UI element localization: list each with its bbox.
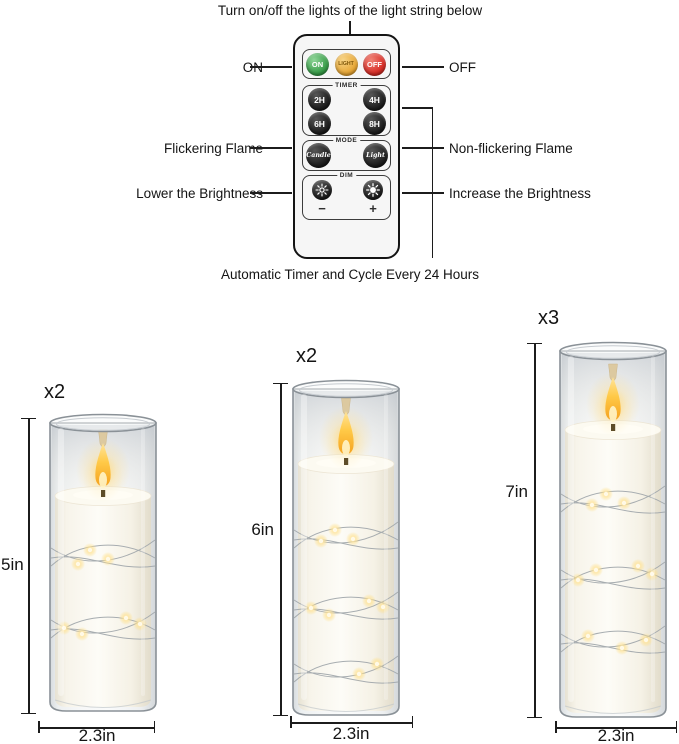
callout-off: OFF: [449, 60, 476, 75]
mode-group: MODE Candle Light: [302, 136, 391, 171]
callout-lower-brightness: Lower the Brightness: [136, 186, 263, 201]
glass-rim: [559, 341, 667, 361]
connector-timer-v: [431, 107, 433, 258]
connector-flickering: [250, 147, 292, 149]
mode-candle-button[interactable]: Candle: [306, 143, 331, 168]
timer-legend: TIMER: [332, 81, 361, 90]
dim-minus-label: −: [318, 201, 326, 216]
timer-4h-button[interactable]: 4H: [363, 88, 386, 111]
brightness-high-icon: [366, 183, 380, 197]
brightness-low-icon: [315, 183, 329, 197]
measure-cap: [290, 716, 292, 728]
dim-down-button[interactable]: [312, 180, 332, 200]
callout-on: ON: [242, 60, 263, 75]
candle-2-height-label: 6in: [251, 520, 274, 539]
string-lights: [293, 521, 399, 684]
candle-3-quantity: x3: [538, 307, 560, 329]
candle-1-quantity: x2: [44, 381, 66, 403]
measure-cap: [555, 721, 557, 733]
wax-body: [55, 496, 151, 707]
timer-6h-button[interactable]: 6H: [308, 112, 331, 135]
power-off-button[interactable]: OFF: [363, 52, 386, 76]
timer-group: TIMER 2H 4H 6H 8H: [302, 81, 391, 136]
dim-legend: DIM: [336, 171, 357, 180]
wick: [344, 458, 349, 465]
candle-1-width-label: 2.3in: [78, 726, 116, 744]
mode-legend: MODE: [332, 136, 361, 145]
candle-3-art: [559, 341, 667, 718]
measure-cap: [273, 714, 288, 716]
remote-control: ON LIGHT OFF TIMER 2H 4H 6H 8H MODE Cand…: [293, 34, 400, 259]
candle-3-width-label: 2.3in: [597, 726, 635, 744]
wick: [101, 490, 106, 497]
connector-off: [402, 66, 444, 68]
bottom-caption: Automatic Timer and Cycle Every 24 Hours: [220, 267, 480, 282]
power-on-button[interactable]: ON: [306, 52, 329, 76]
flame-icon: [605, 377, 621, 421]
flame-icon: [95, 443, 111, 487]
candle-2-width-label: 2.3in: [332, 724, 370, 743]
candle-2-height-line: [280, 383, 282, 716]
measure-cap: [38, 721, 40, 733]
flame-icon: [338, 411, 354, 455]
top-caption: Turn on/off the lights of the light stri…: [217, 3, 483, 18]
candle-3-width-line: [555, 727, 677, 729]
candle-2-art: [292, 379, 400, 716]
measure-cap: [411, 716, 413, 728]
measure-cap: [273, 382, 288, 384]
candle-3-height-label: 7in: [505, 482, 528, 501]
glass-rim: [292, 379, 400, 399]
wax-body: [298, 464, 394, 711]
dim-group: DIM: [302, 171, 391, 220]
measure-cap: [675, 721, 677, 733]
glass-rim: [49, 413, 157, 433]
power-button-group: ON LIGHT OFF: [302, 49, 391, 79]
candle-1-height-line: [28, 418, 30, 714]
measure-cap: [21, 712, 36, 714]
connector-increase: [402, 192, 444, 194]
callout-increase-brightness: Increase the Brightness: [449, 186, 591, 201]
mode-light-button[interactable]: Light: [363, 143, 388, 168]
candle-1-height-label: 5in: [1, 555, 24, 574]
candle-2-quantity: x2: [296, 345, 318, 367]
candle-2-width-line: [290, 722, 413, 724]
connector-top-caption: [349, 21, 351, 34]
dim-up-button[interactable]: [363, 180, 383, 200]
connector-on: [250, 66, 292, 68]
dim-plus-label: +: [369, 201, 377, 216]
connector-lower: [250, 192, 292, 194]
timer-8h-button[interactable]: 8H: [363, 112, 386, 135]
measure-cap: [527, 342, 542, 344]
candle-1-width-line: [38, 727, 155, 729]
measure-cap: [153, 721, 155, 733]
candle-3-height-line: [534, 343, 536, 717]
wick: [611, 424, 616, 431]
measure-cap: [21, 417, 36, 419]
callout-flickering-flame: Flickering Flame: [163, 141, 263, 156]
measure-cap: [527, 716, 542, 718]
candle-1-art: [49, 413, 157, 712]
callout-non-flickering-flame: Non-flickering Flame: [449, 141, 573, 156]
timer-2h-button[interactable]: 2H: [308, 88, 331, 111]
connector-non-flickering: [402, 147, 444, 149]
light-button[interactable]: LIGHT: [334, 52, 358, 76]
connector-timer-h: [402, 107, 433, 109]
